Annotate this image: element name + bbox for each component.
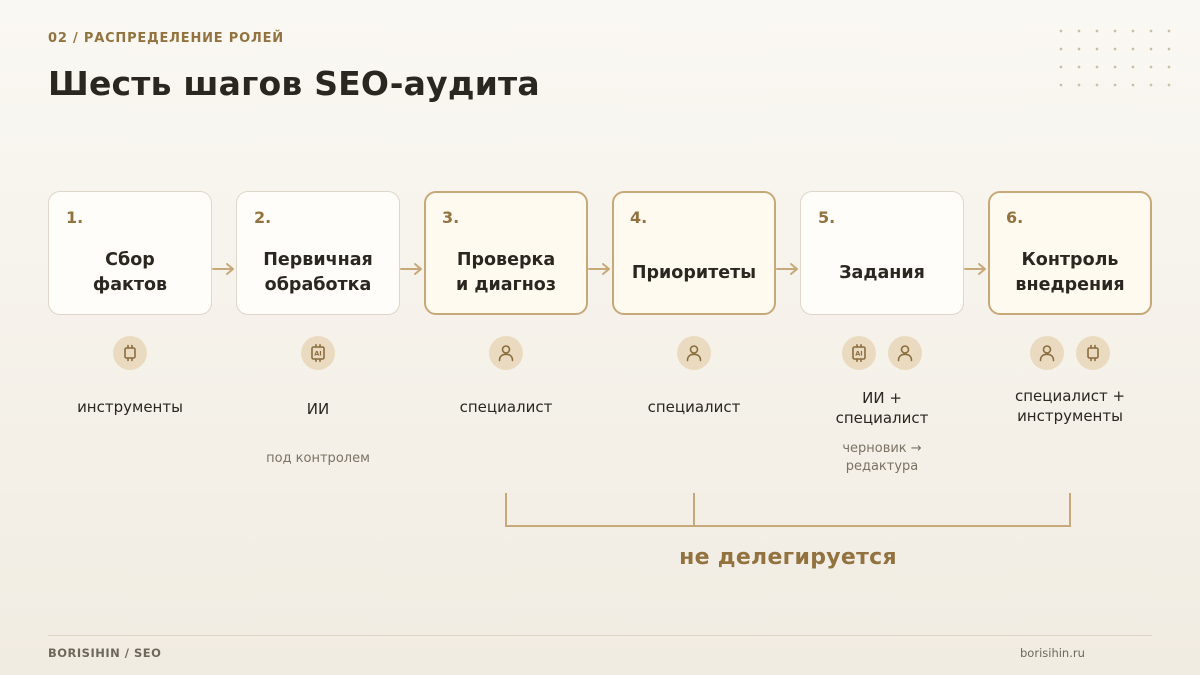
step-number: 3. xyxy=(442,208,460,227)
chip-icon xyxy=(113,336,147,370)
ai-chip-label: AI xyxy=(855,349,862,357)
person-icon xyxy=(888,336,922,370)
arrow-right-icon xyxy=(964,263,986,275)
arrow-right-icon xyxy=(588,263,610,275)
step-card-5: 5. Задания xyxy=(800,191,964,315)
step-number: 2. xyxy=(254,208,272,227)
step-number: 1. xyxy=(66,208,84,227)
footer-site-link[interactable]: borisihin.ru xyxy=(1020,646,1085,660)
step-title: Контроль внедрения xyxy=(1015,250,1125,295)
ai-chip-icon: AI xyxy=(301,336,335,370)
step-number: 6. xyxy=(1006,208,1024,227)
step-role-3: специалист xyxy=(459,398,553,416)
decorative-dot-grid xyxy=(1052,22,1182,92)
arrow-right-icon xyxy=(212,263,234,275)
step-title: Первичная обработка xyxy=(263,250,373,295)
step-card-6: 6. Контроль внедрения xyxy=(988,191,1152,315)
ai-chip-icon: AI xyxy=(842,336,876,370)
step-role-1: инструменты xyxy=(77,398,183,416)
step-card-1: 1. Сбор фактов xyxy=(48,191,212,315)
step-role-6: специалист + инструменты xyxy=(1014,387,1126,425)
step-title: Сбор фактов xyxy=(92,250,168,295)
step-card-4: 4. Приоритеты xyxy=(612,191,776,315)
ai-chip-label: AI xyxy=(314,349,321,357)
arrow-right-icon xyxy=(776,263,798,275)
step-number: 5. xyxy=(818,208,836,227)
person-icon xyxy=(489,336,523,370)
step-role-4: специалист xyxy=(647,398,741,416)
non-delegated-bracket xyxy=(505,493,1071,527)
step-title: Задания xyxy=(839,262,925,283)
step-note-2: под контролем xyxy=(266,451,370,466)
footer-divider xyxy=(48,635,1152,636)
step-number: 4. xyxy=(630,208,648,227)
chip-icon xyxy=(1076,336,1110,370)
step-card-2: 2. Первичная обработка xyxy=(236,191,400,315)
step-role-5: ИИ + специалист xyxy=(835,389,929,427)
page-title: Шесть шагов SEO-аудита xyxy=(48,64,540,103)
section-kicker: 02 / РАСПРЕДЕЛЕНИЕ РОЛЕЙ xyxy=(48,31,284,46)
step-card-3: 3. Проверка и диагноз xyxy=(424,191,588,315)
bracket-label: не делегируется xyxy=(679,545,897,570)
person-icon xyxy=(677,336,711,370)
arrow-right-icon xyxy=(400,263,422,275)
person-icon xyxy=(1030,336,1064,370)
footer-brand: BORISIHIN / SEO xyxy=(48,646,162,660)
step-title: Приоритеты xyxy=(631,262,757,283)
step-title: Проверка и диагноз xyxy=(456,250,556,295)
step-note-5: черновик → редактура xyxy=(842,441,922,474)
step-role-2: ИИ xyxy=(306,400,330,418)
